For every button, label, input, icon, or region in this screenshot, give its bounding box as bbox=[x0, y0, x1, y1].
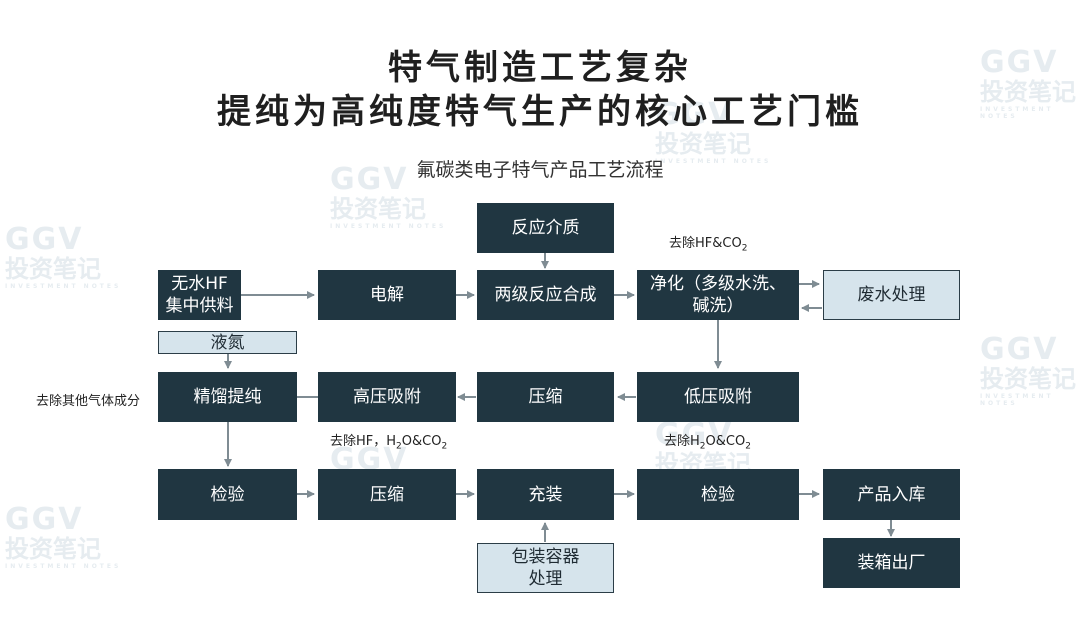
wastewater-node: 废水处理 bbox=[823, 270, 960, 320]
shipping-node: 装箱出厂 bbox=[823, 538, 960, 588]
high-pressure-adsorption-node: 高压吸附 bbox=[318, 372, 456, 422]
page-title: 特气制造工艺复杂 bbox=[388, 48, 692, 88]
reaction-medium-node: 反应介质 bbox=[477, 203, 614, 253]
compression-node-1: 压缩 bbox=[477, 372, 614, 422]
note-remove-other-gases: 去除其他气体成分 bbox=[36, 394, 141, 409]
note-remove-h2o-co2: 去除H2O&CO2 bbox=[664, 434, 751, 452]
diagram-subtitle: 氟碳类电子特气产品工艺流程 bbox=[416, 159, 664, 181]
compression-node-2: 压缩 bbox=[318, 469, 456, 520]
inspection-node-1: 检验 bbox=[158, 469, 297, 520]
purification-node: 净化（多级水洗、 碱洗） bbox=[637, 270, 799, 320]
filling-node: 充装 bbox=[477, 469, 614, 520]
two-stage-synthesis-node: 两级反应合成 bbox=[477, 270, 614, 320]
distillation-node: 精馏提纯 bbox=[158, 372, 297, 422]
electrolysis-node: 电解 bbox=[318, 270, 456, 320]
liquid-nitrogen-node: 液氮 bbox=[158, 331, 297, 354]
note-remove-hf-co2: 去除HF&CO2 bbox=[669, 236, 748, 254]
storage-node: 产品入库 bbox=[823, 469, 960, 520]
page-title-line2: 提纯为高纯度特气生产的核心工艺门槛 bbox=[217, 92, 863, 132]
anhydrous-hf-node: 无水HF 集中供料 bbox=[158, 270, 241, 320]
inspection-node-2: 检验 bbox=[637, 469, 799, 520]
container-processing-node: 包装容器 处理 bbox=[477, 543, 614, 593]
low-pressure-adsorption-node: 低压吸附 bbox=[637, 372, 799, 422]
note-remove-hf-h2o-co2: 去除HF，H2O&CO2 bbox=[330, 434, 448, 452]
